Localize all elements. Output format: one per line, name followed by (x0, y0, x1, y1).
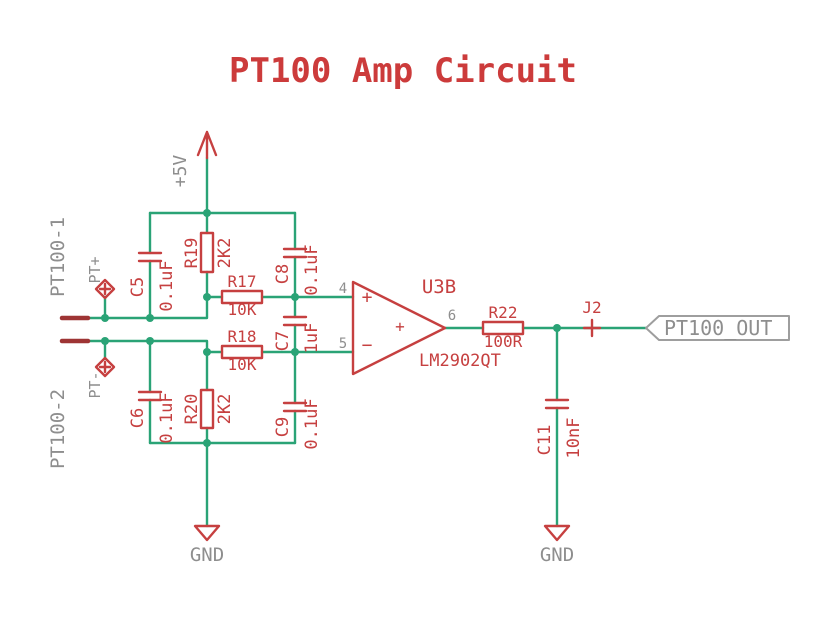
label-pt-plus: PT+ (86, 256, 104, 283)
resistor-r17-body (220, 289, 264, 305)
opamp-minus-sign: − (362, 335, 373, 356)
opamp-triangle (351, 280, 447, 376)
label-c6-name: C6 (128, 408, 148, 428)
gnd-symbol-left-icon (193, 524, 221, 542)
capacitor-c5-plates (137, 251, 163, 263)
opamp-center-plus: + (395, 317, 405, 336)
capacitor-c7-plates (282, 315, 308, 327)
label-r22-value: 100R (484, 332, 523, 351)
junction-dot (146, 314, 154, 322)
label-j2-name: J2 (582, 298, 601, 317)
label-c11-value: 10nF (564, 418, 584, 459)
junction-dot (553, 324, 561, 332)
opamp-pin5-number: 5 (339, 336, 347, 352)
ptminus-pad-cross (98, 360, 112, 374)
junction-dot (203, 439, 211, 447)
label-pt100-2: PT100-2 (47, 389, 69, 469)
wire-node-b (86, 339, 209, 392)
resistor-r22-body (481, 320, 525, 336)
label-pt100-1: PT100-1 (47, 217, 69, 297)
label-c7-name: C7 (273, 331, 293, 351)
label-r19-name: R19 (182, 238, 202, 269)
junction-dot (203, 293, 211, 301)
label-pt-minus: PT- (86, 371, 104, 398)
net-flag-outline (645, 315, 790, 341)
label-r18-name: R18 (228, 327, 257, 346)
label-c9-name: C9 (273, 417, 293, 437)
junction-dot (203, 209, 211, 217)
net-flag-label: PT100_OUT (664, 316, 772, 340)
junction-dot (291, 293, 299, 301)
label-r20-name: R20 (182, 394, 202, 425)
opamp-pin6-number: 6 (448, 308, 456, 324)
label-r22-name: R22 (489, 303, 518, 322)
resistor-r19-body (199, 231, 215, 274)
label-r20-value: 2K2 (215, 394, 235, 425)
capacitor-c11-plates (544, 398, 570, 410)
label-gnd-right: GND (540, 544, 574, 566)
component-bodies (94, 130, 602, 542)
connector-pins (59, 315, 91, 344)
label-c8-name: C8 (273, 264, 293, 284)
ptplus-pad-diamond (94, 278, 116, 300)
junction-dot (291, 348, 299, 356)
junction-dot (101, 337, 109, 345)
net-labels: +5V PT100-1 PT100-2 PT+ PT- 4 5 6 GND GN… (47, 155, 772, 566)
component-labels: R19 2K2 R20 2K2 R17 10K R18 10K R22 100R… (128, 238, 602, 459)
label-opamp-part: LM2902QT (419, 351, 501, 371)
resistor-r20-body (199, 388, 215, 430)
junction-dots (101, 209, 561, 447)
label-r19-value: 2K2 (215, 238, 235, 269)
label-gnd-left: GND (190, 544, 224, 566)
opamp-pin4-number: 4 (339, 281, 347, 297)
capacitor-c9-plates (282, 401, 308, 413)
vcc-arrow-icon (196, 130, 218, 160)
opamp-plus-sign: + (362, 287, 373, 308)
ptminus-pad-diamond (94, 356, 116, 378)
label-c6-value: 0.1uF (157, 392, 177, 443)
label-opamp-name: U3B (422, 276, 456, 298)
label-r18-value: 10K (228, 355, 257, 374)
junction-dot (203, 348, 211, 356)
resistor-r18-body (220, 344, 264, 360)
junction-dot (146, 337, 154, 345)
capacitor-c6-plates (137, 390, 163, 402)
page-title: PT100 Amp Circuit (229, 51, 577, 91)
label-c11-name: C11 (535, 425, 555, 456)
gnd-symbol-right-icon (543, 524, 571, 542)
net-flag (645, 315, 790, 341)
label-c7-value: 1uF (302, 323, 322, 354)
capacitor-c8-plates (282, 247, 308, 259)
j2-pin-cross-icon (582, 318, 602, 338)
label-c8-value: 0.1uF (302, 244, 322, 295)
label-r17-value: 10K (228, 300, 257, 319)
junction-dot (101, 314, 109, 322)
wire-node-a (86, 270, 209, 320)
label-c5-name: C5 (128, 277, 148, 297)
label-c5-value: 0.1uF (157, 260, 177, 311)
label-r17-name: R17 (228, 272, 257, 291)
label-c9-value: 0.1uF (302, 398, 322, 449)
label-vcc: +5V (170, 155, 191, 188)
ptplus-pad-cross (98, 282, 112, 296)
